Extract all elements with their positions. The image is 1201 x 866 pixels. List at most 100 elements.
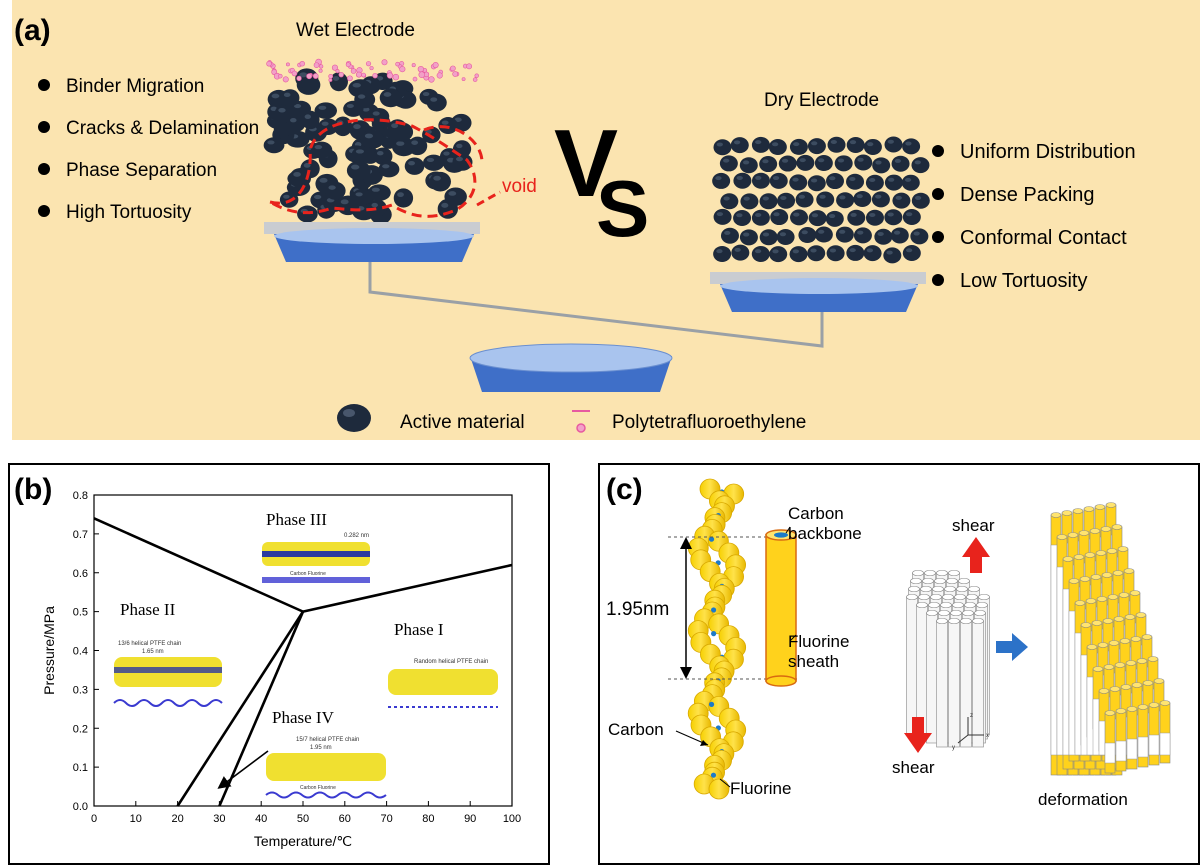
fiber-cylinder-top xyxy=(1090,574,1102,580)
particle-highlight xyxy=(905,248,913,253)
active-particle xyxy=(789,174,808,191)
particle-highlight xyxy=(904,177,912,182)
ptfe-dot xyxy=(338,71,344,78)
active-particle xyxy=(890,227,909,244)
ptfe-dot xyxy=(328,73,334,79)
fiber-cylinder-top xyxy=(920,585,932,593)
ptfe-dot xyxy=(411,63,416,68)
active-particle xyxy=(846,136,865,153)
inset-phase-iii-sub: Carbon Fluorine xyxy=(290,571,326,577)
fiber-lower-segment xyxy=(1159,732,1171,756)
active-particle xyxy=(730,137,749,154)
active-particle xyxy=(346,160,371,181)
active-particle xyxy=(423,154,445,171)
particle-highlight xyxy=(340,199,349,205)
particle-highlight xyxy=(716,249,723,254)
fiber-cylinder-top xyxy=(1108,640,1120,646)
particle-highlight xyxy=(352,82,361,88)
fiber-cylinder-top xyxy=(1112,570,1124,576)
active-particle xyxy=(884,209,903,226)
cylinder-model xyxy=(765,529,797,687)
axis-y-label: y xyxy=(952,745,955,751)
particle-highlight xyxy=(372,111,380,116)
phase-iv-arrow xyxy=(217,750,269,789)
y-tick-label: 0.1 xyxy=(73,762,88,774)
particle-highlight xyxy=(893,230,901,235)
fiber-cylinder-top xyxy=(1107,594,1119,600)
active-particle xyxy=(871,191,890,208)
ptfe-dot xyxy=(399,66,406,73)
particle-highlight xyxy=(811,141,818,146)
particle-highlight xyxy=(810,248,817,253)
ptfe-dot xyxy=(412,76,418,82)
fiber-cylinder-top xyxy=(1097,642,1109,648)
phase-iii-label: Phase III xyxy=(266,510,327,529)
carbon-atom xyxy=(710,607,717,613)
y-tick-label: 0.3 xyxy=(73,684,88,696)
bullet-icon xyxy=(932,145,944,157)
particle-highlight xyxy=(819,194,826,199)
particle-highlight xyxy=(887,139,894,144)
particle-highlight xyxy=(353,124,361,130)
phase-boundary-lines xyxy=(93,517,513,807)
fiber-cylinder-top xyxy=(1050,512,1062,518)
fiber-cylinder-top xyxy=(954,593,966,601)
active-particle xyxy=(360,129,385,149)
particle-highlight xyxy=(293,103,302,109)
panel-c-label: (c) xyxy=(606,473,643,506)
chain-image-backbone xyxy=(114,667,222,673)
particle-highlight xyxy=(346,103,354,108)
y-tick-label: 0.8 xyxy=(73,490,88,502)
active-particle xyxy=(351,189,373,206)
particle-highlight xyxy=(743,232,750,237)
particle-highlight xyxy=(792,249,799,254)
particle-highlight xyxy=(762,232,770,237)
ptfe-dot xyxy=(432,62,439,69)
fiber-cylinder-top xyxy=(1104,710,1116,716)
fiber-cylinder-top xyxy=(922,577,934,585)
active-particle xyxy=(426,93,447,112)
active-particle xyxy=(892,192,911,209)
active-particle xyxy=(280,89,300,107)
particle-highlight xyxy=(383,92,392,97)
fiber-cylinder-top xyxy=(950,609,962,617)
fiber-cylinder-top xyxy=(1062,556,1074,562)
carbon-atom xyxy=(711,631,717,637)
particle-highlight xyxy=(905,212,913,217)
ptfe-dot xyxy=(418,71,426,78)
particle-highlight xyxy=(811,213,819,218)
particle-highlight xyxy=(829,176,836,181)
particle-highlight xyxy=(772,142,779,147)
particle-highlight xyxy=(818,158,825,163)
particle-highlight xyxy=(887,212,894,217)
carbon-atom xyxy=(710,772,717,778)
fiber-lower-segment xyxy=(1137,736,1149,758)
active-particle xyxy=(751,136,770,153)
particle-highlight xyxy=(839,229,846,234)
carbon-backbone-label-1: Carbon xyxy=(788,504,844,523)
active-particle xyxy=(846,244,865,261)
active-particle xyxy=(865,174,884,191)
particle-highlight xyxy=(362,107,370,112)
ptfe-dot xyxy=(452,71,459,77)
fiber-cylinder-top xyxy=(1067,532,1079,538)
particle-highlight xyxy=(801,230,808,235)
panel-a-label: (a) xyxy=(14,14,51,47)
fiber-cylinder xyxy=(906,596,918,736)
fiber-cylinder-top xyxy=(968,585,980,593)
active-particle xyxy=(720,227,739,244)
active-particle xyxy=(770,209,789,226)
particle-highlight xyxy=(869,177,876,182)
fiber-cylinder-top xyxy=(1068,578,1080,584)
active-particle xyxy=(853,227,872,244)
fiber-cylinder-top xyxy=(964,601,976,609)
fiber-cylinder-top xyxy=(1089,528,1101,534)
particle-highlight xyxy=(837,158,845,163)
active-particle xyxy=(853,190,872,207)
fiber-cylinder-top xyxy=(924,569,936,577)
ptfe-dot xyxy=(306,73,313,80)
active-particle xyxy=(826,245,845,262)
fiber-cylinder xyxy=(960,620,972,748)
fiber-cylinder xyxy=(936,620,948,748)
inset-phase-iv: 15/7 helical PTFE chain 1.95 nm Carbon F… xyxy=(265,737,387,799)
